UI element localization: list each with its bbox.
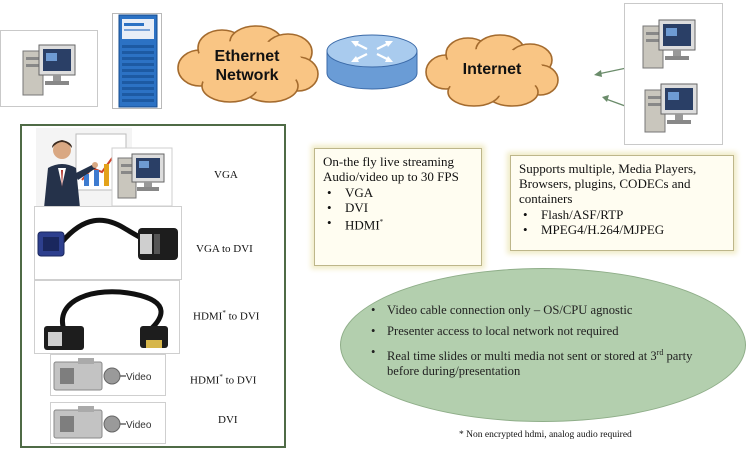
streaming-info-box: On-the fly live streaming Audio/video up… xyxy=(314,148,482,266)
video-tag-label: Video xyxy=(126,372,152,383)
video-camera-icon: Video xyxy=(50,402,166,444)
device-label-vga-to-dvi: VGA to DVI xyxy=(196,243,253,255)
internet-cloud-icon xyxy=(425,34,559,107)
list-item: HDMI* xyxy=(323,215,473,232)
rack-server-icon xyxy=(112,13,162,109)
device-label-hdmi-to-dvi-2: HDMI* to DVI xyxy=(190,373,257,387)
features-ellipse: Video cable connection only – OS/CPU agn… xyxy=(340,268,746,422)
device-label-vga: VGA xyxy=(214,169,238,181)
list-item: Real time slides or multi media not sent… xyxy=(371,345,716,379)
remote-clients-node xyxy=(624,3,723,145)
support-heading: Supports multiple, Media Players, Browse… xyxy=(519,161,697,206)
streaming-heading: On-the fly live streaming Audio/video up… xyxy=(323,154,459,184)
ethernet-cloud-icon xyxy=(177,25,319,103)
list-item: VGA xyxy=(323,185,473,200)
feature-list: Video cable connection only – OS/CPU agn… xyxy=(371,303,716,385)
video-camera-icon: Video xyxy=(50,354,166,396)
list-item: Presenter access to local network not re… xyxy=(371,324,716,339)
ethernet-network-label: Ethernet Network xyxy=(214,48,280,84)
streaming-format-list: VGA DVI HDMI* xyxy=(323,185,473,232)
desktop-computer-icon xyxy=(22,44,76,96)
device-connections-panel: VGA VGA to DVI HDMI* to DVI xyxy=(20,124,286,448)
video-tag-label: Video xyxy=(126,420,152,431)
footnote: * Non encrypted hdmi, analog audio requi… xyxy=(459,430,632,440)
vga-dvi-cable-photo xyxy=(34,206,182,280)
internet-label: Internet xyxy=(462,61,522,78)
device-label-hdmi-to-dvi: HDMI* to DVI xyxy=(193,309,260,323)
support-format-list: Flash/ASF/RTP MPEG4/H.264/MJPEG xyxy=(519,207,725,237)
desktop-computer-icon xyxy=(110,146,174,208)
list-item: Flash/ASF/RTP xyxy=(519,207,725,222)
remote-computer-icon xyxy=(642,19,698,133)
list-item: MPEG4/H.264/MJPEG xyxy=(519,222,725,237)
device-label-dvi: DVI xyxy=(218,414,238,426)
support-info-box: Supports multiple, Media Players, Browse… xyxy=(510,155,734,251)
list-item: Video cable connection only – OS/CPU agn… xyxy=(371,303,716,318)
list-item: DVI xyxy=(323,200,473,215)
router-icon xyxy=(326,34,418,90)
local-computer-node xyxy=(0,30,98,107)
hdmi-dvi-cable-photo xyxy=(34,280,180,354)
